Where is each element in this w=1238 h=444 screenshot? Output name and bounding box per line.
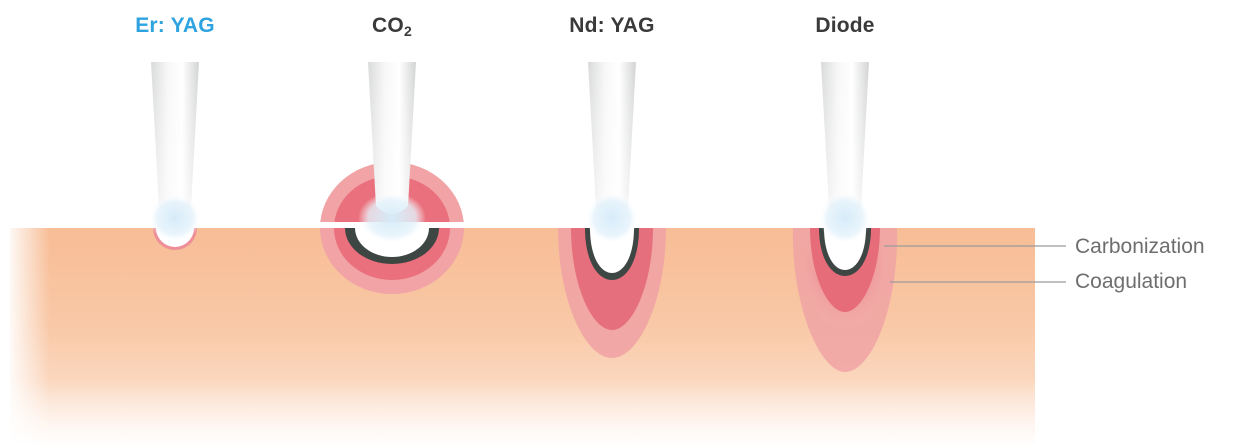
label-co2: CO2 (312, 14, 472, 38)
label-er-yag: Er: YAG (95, 14, 255, 38)
label-diode: Diode (765, 14, 925, 38)
legend-carbonization: Carbonization (1075, 235, 1205, 259)
label-nd-yag: Nd: YAG (532, 14, 692, 38)
legend-coagulation: Coagulation (1075, 270, 1187, 294)
erYag-fiber (149, 62, 201, 242)
label-co2-subscript: 2 (404, 23, 412, 39)
ndYag-fiber (586, 62, 638, 244)
label-co2-base: CO (372, 14, 404, 37)
co2-fiber (358, 62, 426, 244)
diode-fiber (819, 62, 871, 244)
